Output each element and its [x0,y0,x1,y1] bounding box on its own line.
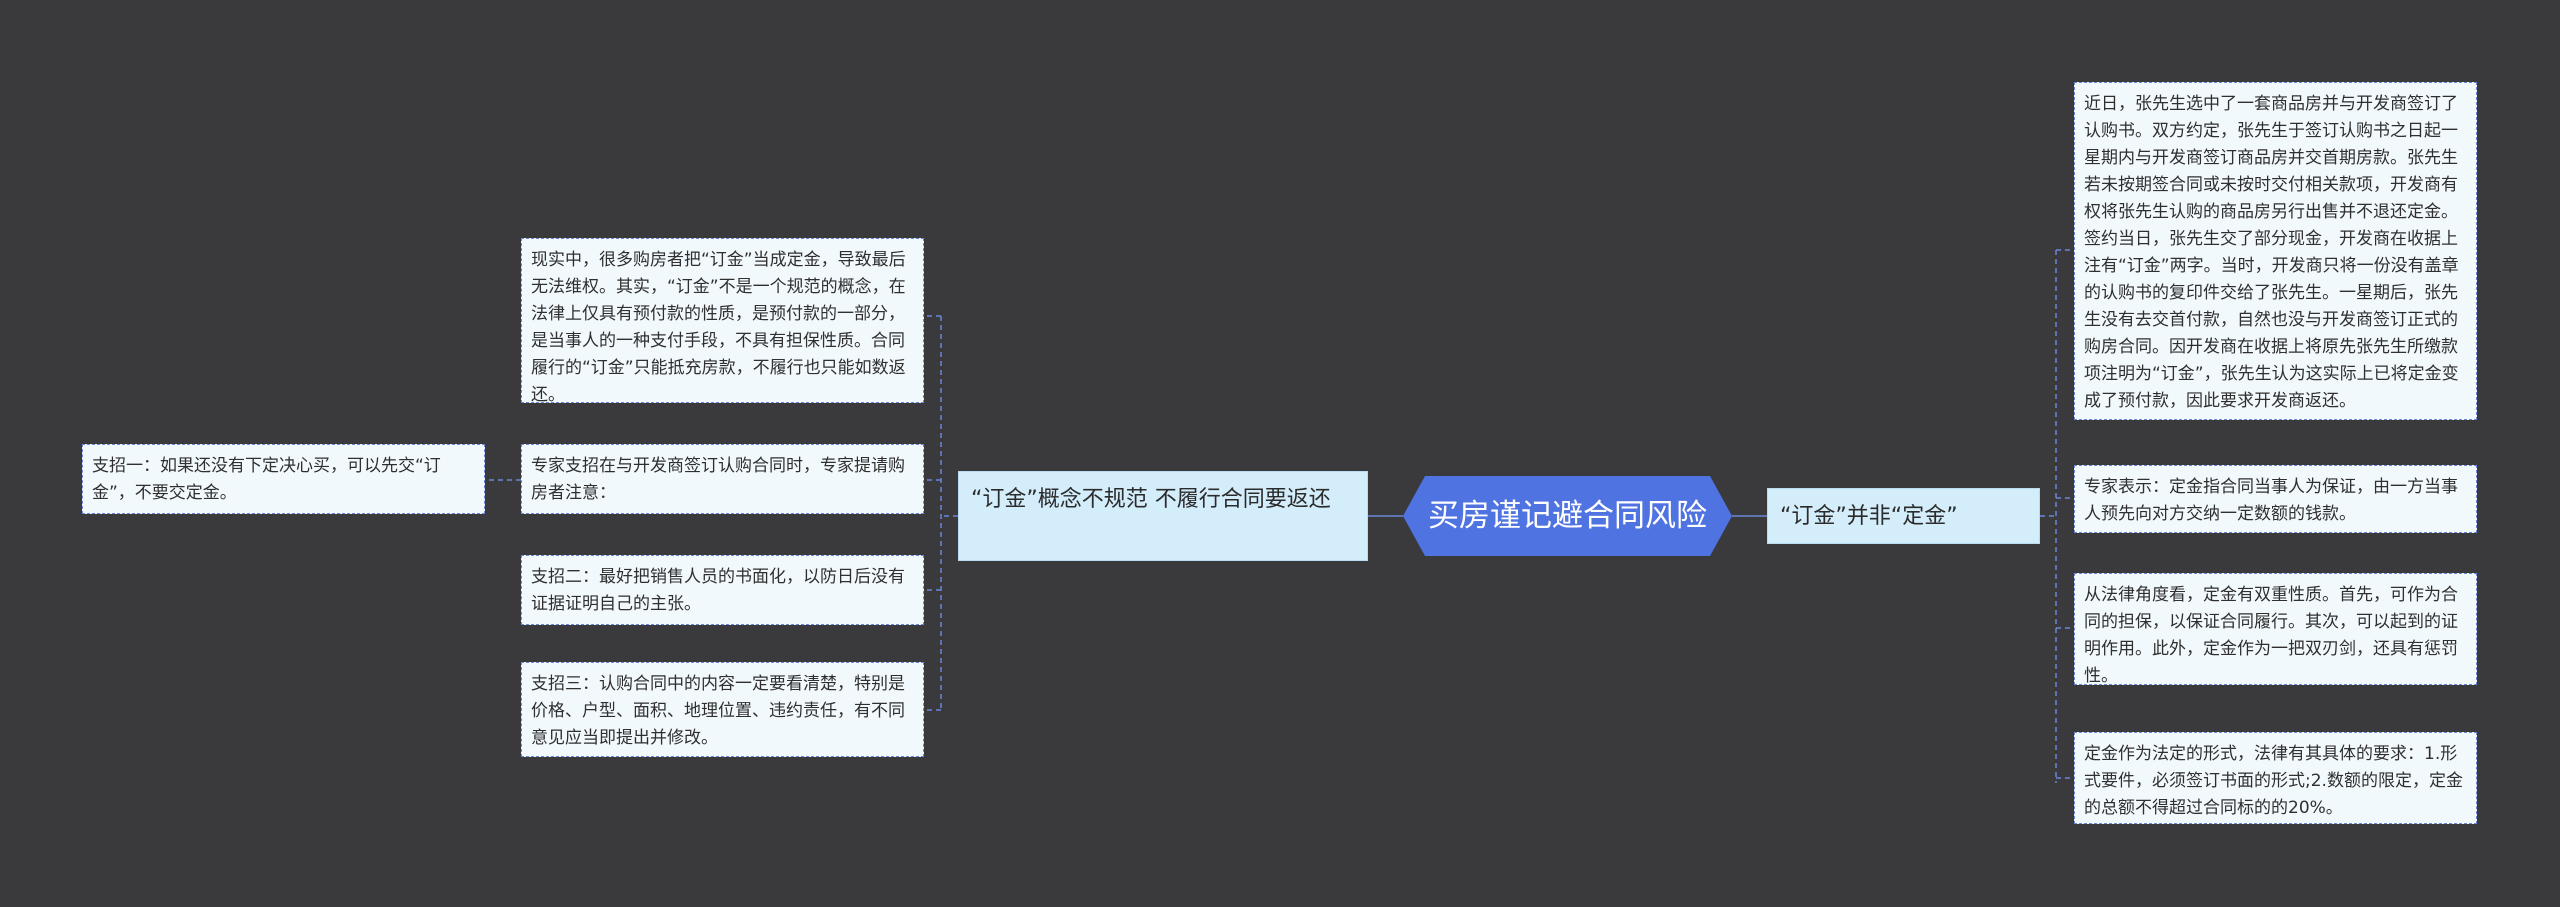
leaf-expert-tips-intro[interactable]: 专家支招在与开发商签订认购合同时，专家提请购房者注意： [521,444,924,514]
leaf-legal-requirements-text: 定金作为法定的形式，法律有其具体的要求：1.形式要件，必须签订书面的形式;2.数… [2084,744,2463,818]
leaf-tip-three[interactable]: 支招三：认购合同中的内容一定要看清楚，特别是价格、户型、面积、地理位置、违约责任… [521,662,924,757]
leaf-legal-perspective[interactable]: 从法律角度看，定金有双重性质。首先，可作为合同的担保，以保证合同履行。其次，可以… [2074,573,2477,686]
leaf-expert-definition-text: 专家表示：定金指合同当事人为保证，由一方当事人预先向对方交纳一定数额的钱款。 [2084,477,2458,524]
leaf-tip-one-text: 支招一：如果还没有下定决心买，可以先交“订金”，不要交定金。 [92,456,441,503]
root-topic[interactable]: 买房谨记避合同风险 [1403,476,1732,556]
leaf-legal-perspective-text: 从法律角度看，定金有双重性质。首先，可作为合同的担保，以保证合同履行。其次，可以… [2084,585,2458,686]
leaf-expert-tips-intro-text: 专家支招在与开发商签订认购合同时，专家提请购房者注意： [531,456,905,503]
leaf-expert-definition[interactable]: 专家表示：定金指合同当事人为保证，由一方当事人预先向对方交纳一定数额的钱款。 [2074,465,2477,533]
connector-right-bus [2040,250,2057,783]
leaf-reality-explanation-text: 现实中，很多购房者把“订金”当成定金，导致最后无法维权。其实，“订金”不是一个规… [531,250,906,405]
branch-deposit-concept[interactable]: “订金”概念不规范 不履行合同要返还 [958,471,1368,561]
leaf-case-story-text: 近日，张先生选中了一套商品房并与开发商签订了认购书。双方约定，张先生于签订认购书… [2084,94,2459,411]
leaf-tip-two[interactable]: 支招二：最好把销售人员的书面化，以防日后没有证据证明自己的主张。 [521,555,924,625]
branch-deposit-not-earnest[interactable]: “订金”并非“定金” [1767,488,2040,544]
branch-deposit-not-earnest-label: “订金”并非“定金” [1780,504,1958,529]
leaf-case-story[interactable]: 近日，张先生选中了一套商品房并与开发商签订了认购书。双方约定，张先生于签订认购书… [2074,82,2477,420]
leaf-reality-explanation[interactable]: 现实中，很多购房者把“订金”当成定金，导致最后无法维权。其实，“订金”不是一个规… [521,238,924,405]
connector-left-bus [940,316,958,710]
leaf-tip-two-text: 支招二：最好把销售人员的书面化，以防日后没有证据证明自己的主张。 [531,567,905,614]
leaf-tip-one[interactable]: 支招一：如果还没有下定决心买，可以先交“订金”，不要交定金。 [82,444,485,514]
root-topic-label: 买房谨记避合同风险 [1428,497,1707,534]
leaf-tip-three-text: 支招三：认购合同中的内容一定要看清楚，特别是价格、户型、面积、地理位置、违约责任… [531,674,905,748]
branch-deposit-concept-label: “订金”概念不规范 不履行合同要返还 [971,487,1331,512]
leaf-legal-requirements[interactable]: 定金作为法定的形式，法律有其具体的要求：1.形式要件，必须签订书面的形式;2.数… [2074,732,2477,824]
